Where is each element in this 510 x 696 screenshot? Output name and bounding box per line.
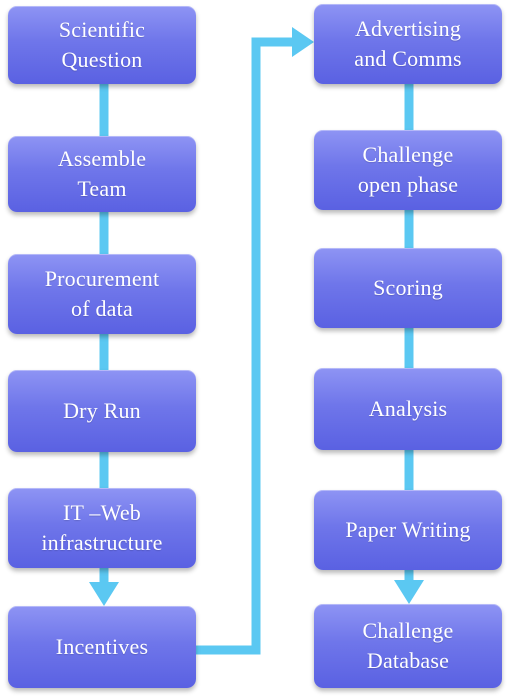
- step-label: Analysis: [368, 396, 448, 421]
- arrowhead-right: [394, 580, 424, 604]
- step-label: Scoring: [373, 275, 443, 300]
- step-incentives: Incentives: [8, 606, 196, 688]
- step-label: IT –Web infrastructure: [41, 500, 163, 555]
- step-label: Scientific Question: [58, 17, 146, 72]
- step-scoring: Scoring: [314, 248, 502, 328]
- arrowhead-elbow: [292, 27, 314, 57]
- arrowhead-left: [89, 582, 119, 606]
- step-challenge-database: Challenge Database: [314, 604, 502, 688]
- step-scientific-question: Scientific Question: [8, 6, 196, 84]
- step-analysis: Analysis: [314, 368, 502, 450]
- step-paper-writing: Paper Writing: [314, 490, 502, 570]
- step-label: Incentives: [55, 634, 149, 659]
- step-label: Dry Run: [63, 398, 141, 423]
- connector-elbow: [196, 37, 294, 655]
- step-label: Advertising and Comms: [354, 16, 462, 71]
- step-label: Procurement of data: [44, 266, 160, 321]
- step-advertising-and-comms: Advertising and Comms: [314, 4, 502, 84]
- step-label: Paper Writing: [345, 517, 471, 542]
- step-dry-run: Dry Run: [8, 370, 196, 452]
- step-procurement-of-data: Procurement of data: [8, 254, 196, 334]
- step-label: Challenge open phase: [357, 142, 459, 197]
- step-assemble-team: Assemble Team: [8, 136, 196, 212]
- step-label: Assemble Team: [57, 146, 147, 201]
- step-challenge-open-phase: Challenge open phase: [314, 130, 502, 210]
- step-label: Challenge Database: [362, 618, 454, 673]
- step-it-web-infrastructure: IT –Web infrastructure: [8, 488, 196, 568]
